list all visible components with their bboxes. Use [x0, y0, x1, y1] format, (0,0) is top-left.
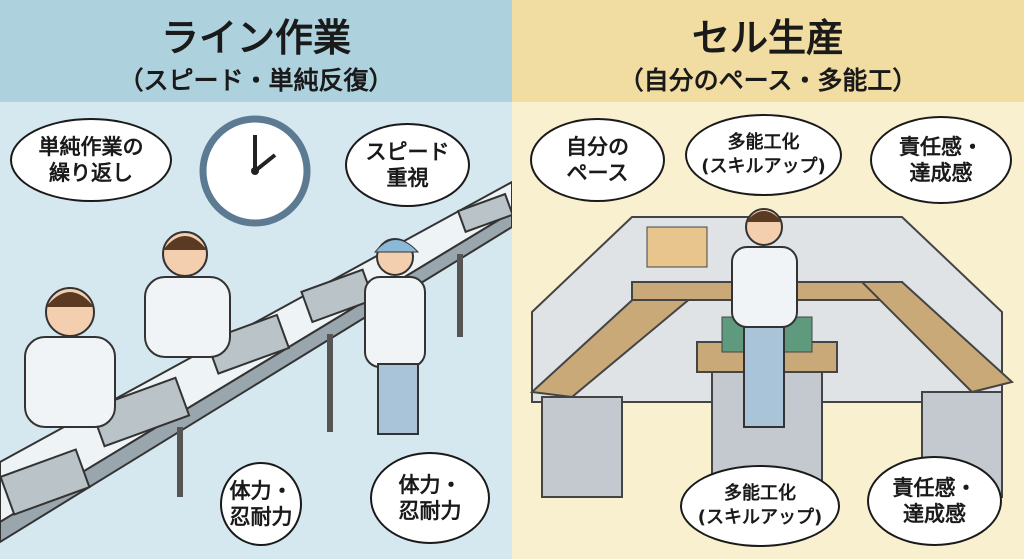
conveyor-line-illustration	[0, 180, 512, 544]
cell-workstation-illustration	[529, 208, 1015, 498]
conveyor-legs	[177, 254, 463, 497]
cell-worker	[731, 208, 798, 428]
speech-bubble-responsibility-bottom: 責任感・ 達成感	[867, 456, 1002, 546]
speech-bubble-multiskill: 多能工化 (スキルアップ)	[685, 114, 842, 196]
bubble-text: 繰り返し	[49, 161, 133, 185]
cell-production-subtitle: （自分のペース・多能工）	[618, 66, 918, 95]
speech-bubble-own-pace: 自分の ペース	[530, 118, 665, 202]
speech-bubble-responsibility: 責任感・ 達成感	[870, 116, 1012, 204]
bubble-text: 体力・	[398, 473, 462, 497]
bubble-text: 達成感	[903, 502, 966, 526]
bubble-text: 単純作業の	[38, 135, 144, 159]
bubble-text: 忍耐力	[229, 505, 293, 529]
bubble-text: 達成感	[909, 161, 973, 185]
line-work-header: ライン作業 （スピード・単純反復）	[0, 0, 512, 102]
bubble-text: 多能工化	[727, 132, 800, 153]
bubble-text: (スキルアップ)	[697, 507, 823, 528]
workpieces	[0, 192, 512, 516]
speech-bubble-stamina-1: 体力・ 忍耐力	[220, 462, 302, 546]
bubble-text: 多能工化	[724, 483, 796, 504]
bubble-text: 責任感・	[892, 476, 977, 500]
bubble-text: スピード	[365, 140, 450, 164]
bubble-text: 忍耐力	[398, 499, 462, 523]
bubble-text: 責任感・	[899, 135, 983, 159]
speech-bubble-multiskill-bottom: 多能工化 (スキルアップ)	[680, 465, 840, 547]
line-work-panel: ライン作業 （スピード・単純反復）	[0, 0, 512, 559]
speech-bubble-speed: スピード 重視	[345, 123, 470, 207]
bubble-text: 重視	[386, 166, 429, 190]
line-work-title: ライン作業	[160, 16, 351, 60]
bubble-text: 自分の	[566, 135, 629, 159]
cell-production-panel: セル生産 （自分のペース・多能工） 自分の ペース 多能工化 (スキルアップ)	[512, 0, 1024, 559]
bubble-text: ペース	[566, 161, 629, 185]
tool-board	[646, 226, 708, 268]
clock-icon	[199, 115, 311, 227]
worker-1	[24, 287, 116, 428]
speech-bubble-stamina-2: 体力・ 忍耐力	[370, 452, 490, 544]
speech-bubble-repetition: 単純作業の 繰り返し	[10, 118, 172, 202]
line-work-subtitle: （スピード・単純反復）	[118, 66, 394, 95]
bubble-text: 体力・	[229, 479, 293, 503]
worker-2	[144, 231, 231, 358]
cell-production-header: セル生産 （自分のペース・多能工）	[512, 0, 1024, 102]
cell-production-title: セル生産	[691, 16, 844, 60]
bubble-text: (スキルアップ)	[701, 156, 826, 177]
worker-3	[364, 238, 426, 435]
